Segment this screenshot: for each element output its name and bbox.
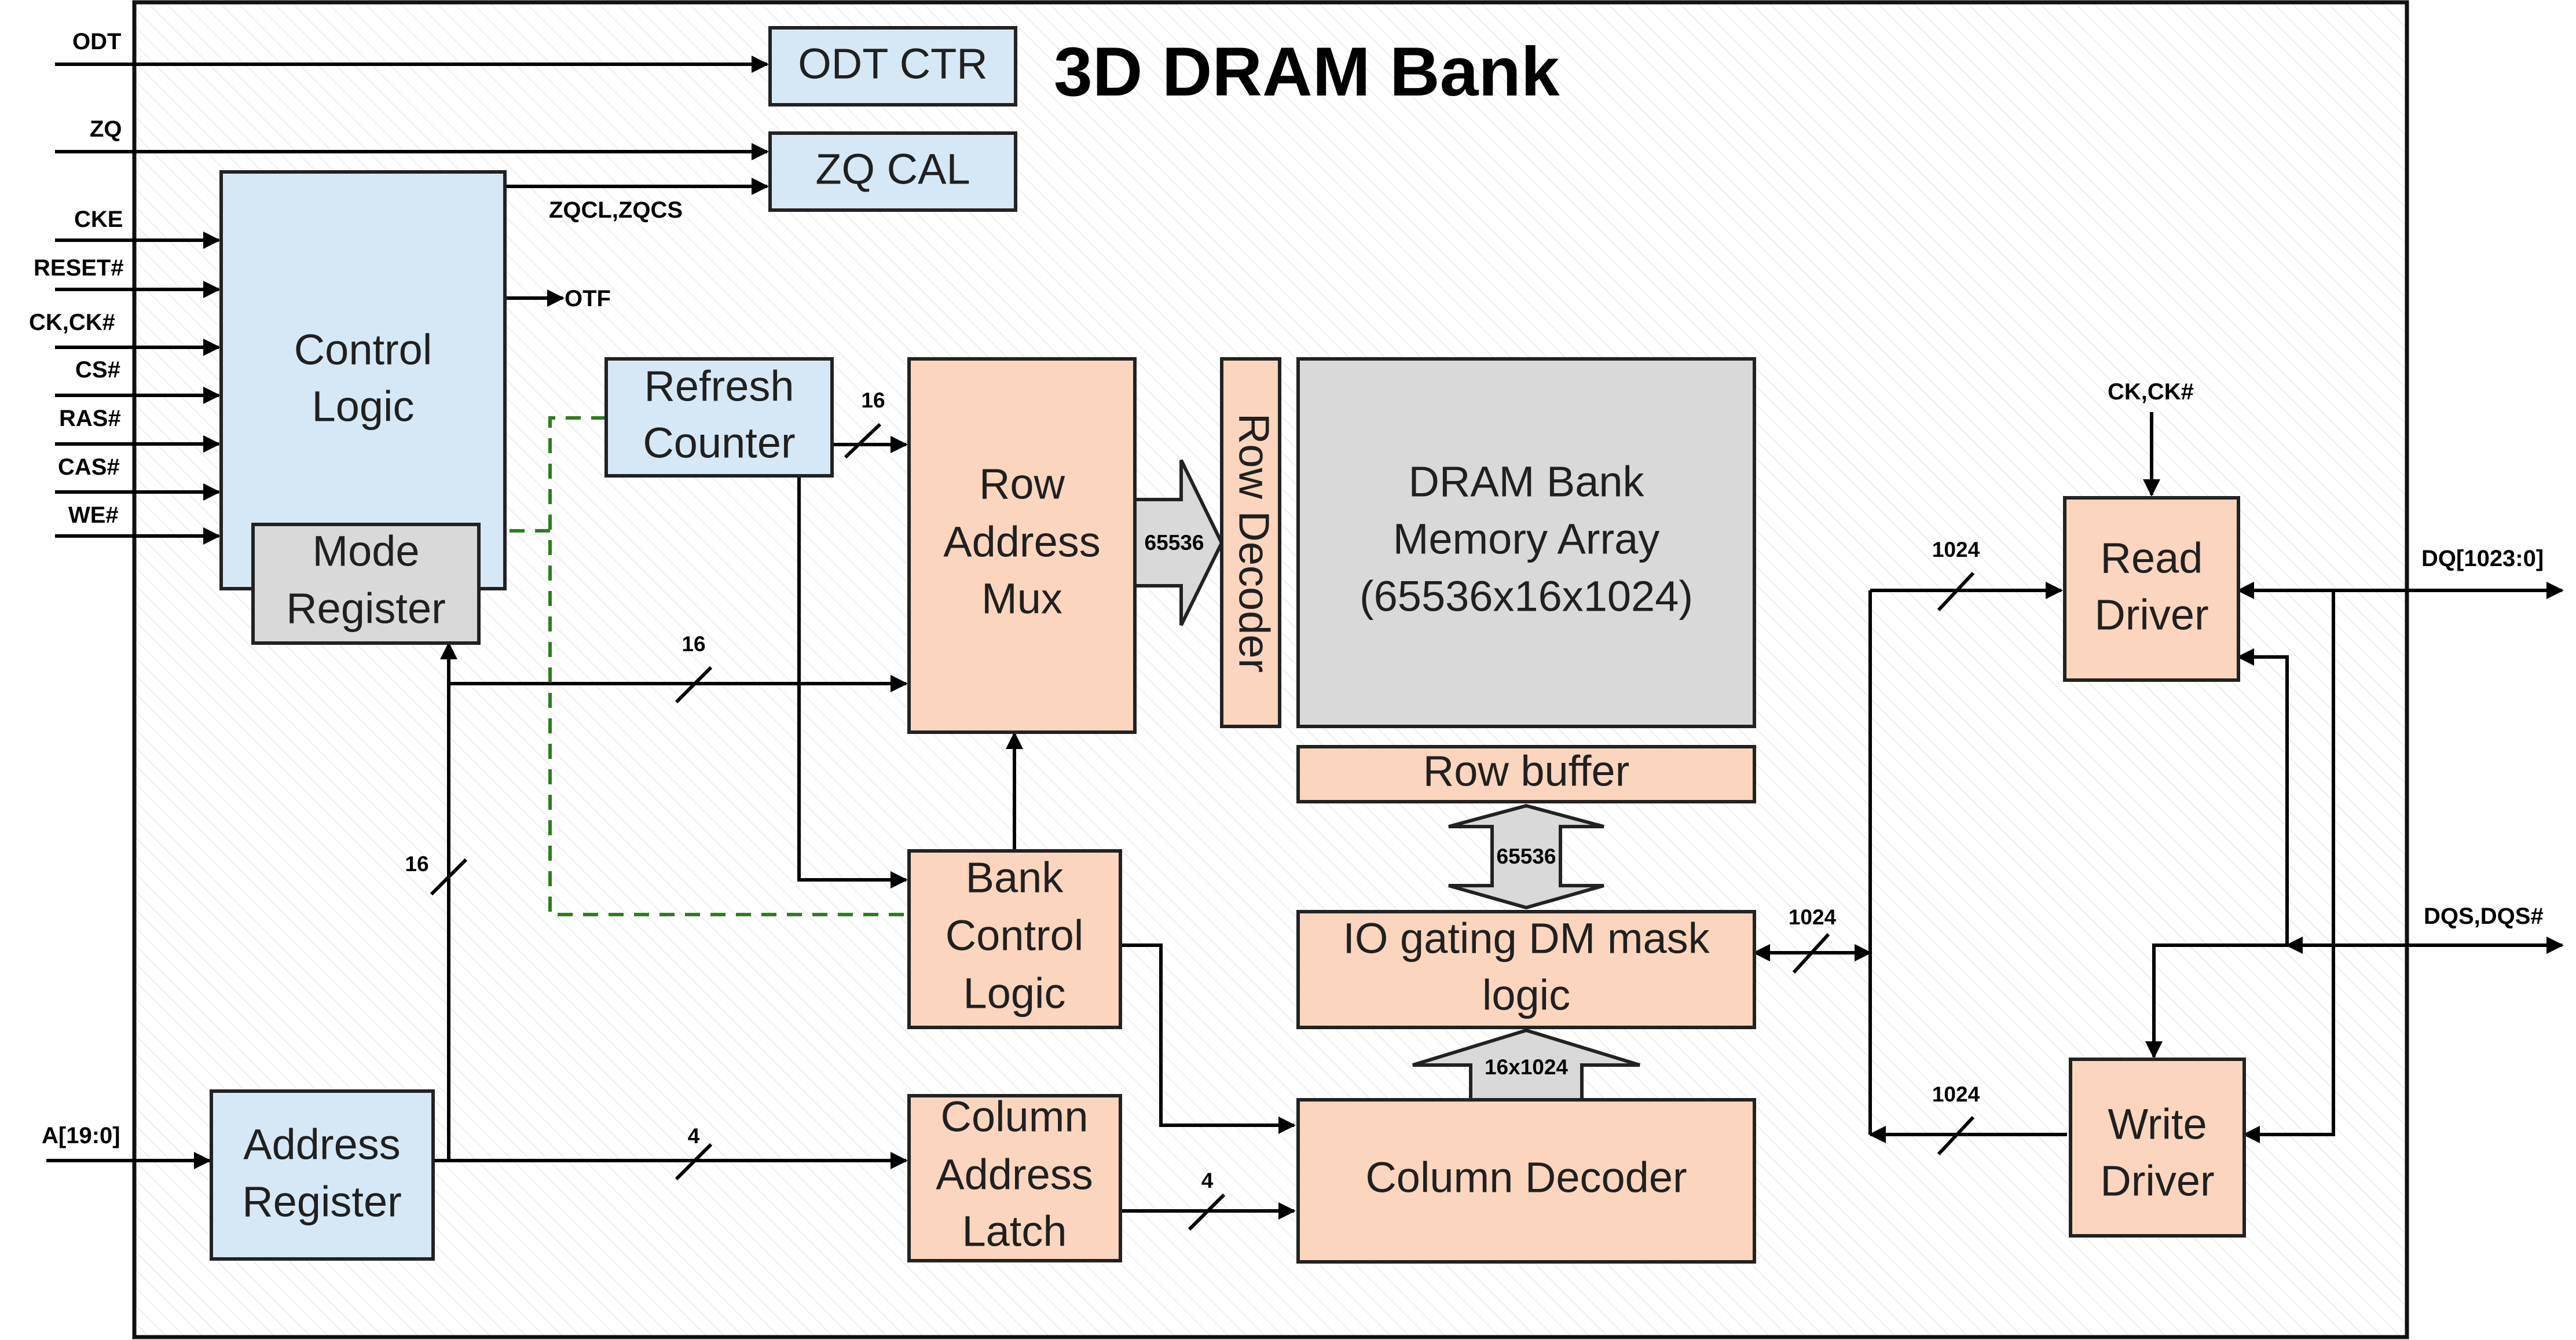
read-driver-label-2: Driver [2094,591,2208,639]
io-gating-block: IO gating DM mask logic [1296,910,1756,1029]
zq-signal: ZQ [90,116,122,142]
rowbuf-io-width: 65536 [1497,845,1556,868]
address-register-label-2: Register [242,1178,402,1226]
io-gating-label-1: IO gating DM mask [1343,915,1710,963]
write-driver-label-1: Write [2108,1100,2207,1148]
addr-vertical-width: 16 [405,852,428,876]
column-decoder-label: Column Decoder [1365,1154,1687,1202]
dq-signal: DQ[1023:0] [2421,546,2544,571]
io-bus-width: 1024 [1789,905,1837,929]
odt-ctr-block: ODT CTR [768,26,1017,107]
address-register-label-1: Address [243,1121,400,1169]
addr-mux-width: 16 [681,632,705,656]
rowbuf-iogating-bus: 65536 [1448,803,1604,910]
memory-array-label-3: (65536x16x1024) [1360,572,1693,621]
cs-signal: CS# [75,357,120,383]
mode-register-block: Mode Register [251,523,481,645]
column-decoder-block: Column Decoder [1296,1098,1756,1264]
control-logic-label-1: Control [294,326,433,374]
otf-signal: OTF [565,286,611,311]
io-gating-label-2: logic [1482,971,1570,1019]
mode-register-label-2: Register [286,585,446,633]
reset-signal: RESET# [34,255,124,281]
read-driver-block: Read Driver [2063,496,2240,682]
column-latch-block: Column Address Latch [907,1093,1122,1262]
addr-latch-width: 4 [688,1124,700,1148]
bus-read-width: 1024 [1932,538,1980,561]
latch-coldec-width: 4 [1201,1169,1214,1192]
bank-control-label-1: Bank [966,854,1064,902]
mode-register-label-1: Mode [312,527,419,575]
ck-signal: CK,CK# [29,310,115,335]
write-bus-width: 1024 [1932,1082,1980,1106]
control-logic-block: Control Logic [219,170,507,590]
row-mux-label-1: Row [979,460,1065,508]
write-driver-block: Write Driver [2069,1058,2246,1238]
bank-control-block: Bank Control Logic [907,849,1122,1029]
address-register-block: Address Register [210,1089,435,1261]
column-latch-label-2: Address [936,1151,1093,1199]
zq-cal-label: ZQ CAL [815,145,970,193]
write-driver-label-2: Driver [2100,1157,2214,1205]
read-ck-signal: CK,CK# [2108,379,2194,405]
diagram-title: 3D DRAM Bank [1054,33,1560,111]
bank-control-label-3: Logic [963,970,1066,1018]
zqcl-signal: ZQCL,ZQCS [549,197,683,223]
row-address-mux-block: Row Address Mux [907,357,1137,734]
read-driver-label-1: Read [2101,534,2203,582]
refresh-mux-width: 16 [861,388,885,412]
row-mux-label-3: Mux [981,575,1062,623]
signal-labels: ODT ZQ CKE RESET# CK,CK# CS# RAS# CAS# W… [29,29,2544,1148]
memory-array-block: DRAM Bank Memory Array (65536x16x1024) [1296,357,1756,728]
coldec-io-width: 16x1024 [1485,1055,1568,1079]
row-mux-label-2: Address [943,518,1100,566]
odt-ctr-label: ODT CTR [798,40,988,88]
memory-array-label-1: DRAM Bank [1408,458,1644,506]
refresh-counter-label-2: Counter [643,419,795,467]
mux-rowdec-width: 65536 [1145,531,1204,555]
address-input-signal: A[19:0] [42,1123,120,1148]
coldec-iogating-bus: 16x1024 [1412,1028,1640,1102]
memory-array-label-2: Memory Array [1393,515,1660,563]
odt-signal: ODT [72,29,121,54]
control-logic-label-2: Logic [312,383,415,431]
refresh-counter-block: Refresh Counter [604,357,834,478]
dqs-signal: DQS,DQS# [2424,904,2544,929]
bus-width-labels: 16 16 16 4 4 1024 1024 1024 [405,388,1980,1192]
we-signal: WE# [68,502,119,528]
zq-cal-block: ZQ CAL [768,131,1017,212]
mux-to-rowdecoder-bus: 65536 [1133,459,1224,626]
refresh-counter-label-1: Refresh [644,362,794,410]
bank-control-label-2: Control [946,912,1084,960]
column-latch-label-3: Latch [962,1207,1067,1255]
wires [46,56,2564,1231]
cke-signal: CKE [74,207,123,232]
cas-signal: CAS# [58,454,120,480]
row-decoder-block: Row Decoder [1220,357,1281,728]
ras-signal: RAS# [59,406,121,431]
row-decoder-label: Row Decoder [1230,413,1278,673]
column-latch-label-1: Column [941,1093,1089,1141]
row-buffer-label: Row buffer [1423,747,1630,795]
row-buffer-block: Row buffer [1296,745,1756,803]
